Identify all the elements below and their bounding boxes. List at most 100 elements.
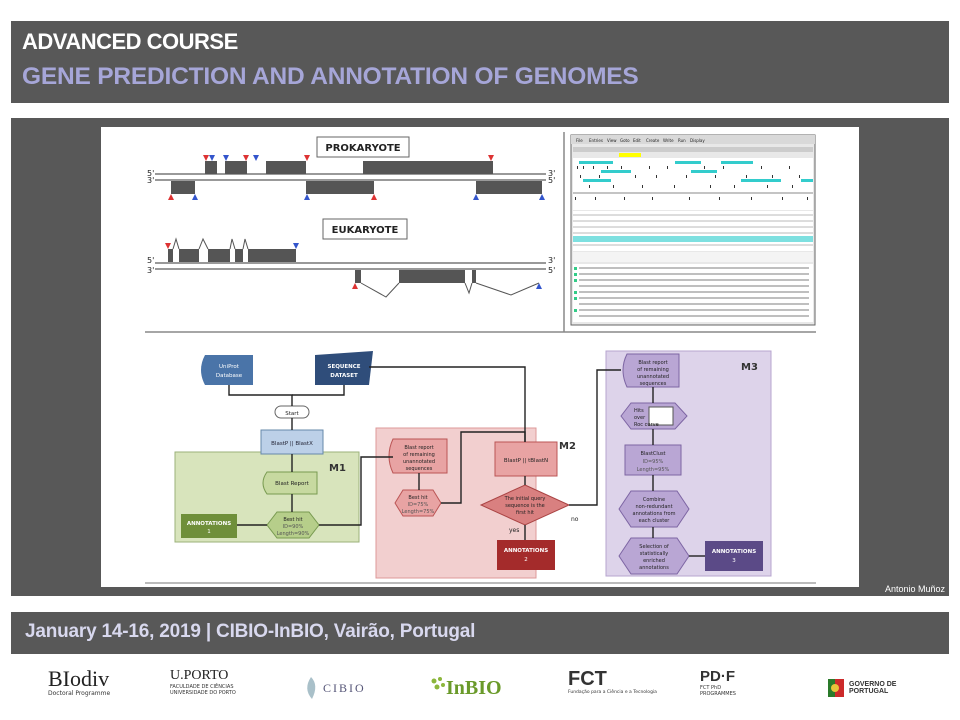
dataset-l1: SEQUENCE (327, 364, 360, 370)
yes-label: yes (509, 527, 519, 534)
prokaryote-box (316, 136, 410, 158)
biodiv-logo-sub: Doctoral Programme (48, 690, 111, 697)
m3-report-box (622, 353, 680, 388)
svg-text:Goto: Goto (620, 138, 630, 143)
annot2-l1: ANNOTATIONS (504, 548, 548, 554)
annot1-box (181, 514, 237, 538)
annot3-box (705, 541, 763, 571)
hits-l2: over (634, 415, 646, 421)
annot2-l2: 2 (524, 557, 528, 563)
title-banner: ADVANCED COURSE GENE PREDICTION AND ANNO… (11, 21, 949, 103)
fct-logo-text: FCT (568, 668, 607, 690)
svg-text:Entries: Entries (589, 138, 603, 143)
cibio-logo-text: CIBIO (323, 680, 366, 695)
hits-l3: Roc curve (634, 422, 659, 428)
pdf-logo-text: PD·F (700, 668, 735, 685)
pdf-logo-sub1: FCT PhD (700, 685, 722, 691)
blastclust-l2: ID=95% (643, 459, 664, 465)
besthit2-l3: Length=75% (402, 509, 435, 515)
svg-text:View: View (607, 138, 617, 143)
svg-text:Edit: Edit (633, 138, 641, 143)
fct-logo: FCT Fundação para a Ciência e a Tecnolog… (568, 668, 657, 708)
sel-l4: annotations (639, 565, 669, 571)
sel-l1: Selection of (639, 544, 669, 550)
rem-l1: Blast report (404, 445, 433, 451)
pdf-logo: PD·F FCT PhD PROGRAMMES (700, 668, 736, 708)
strand-5-euk: 5' (147, 256, 154, 265)
content-panel: PROKARYOTE 5' 3' 3' 5' (11, 118, 949, 596)
strand-5-euk-right: 5' (548, 266, 555, 275)
uniprot-l2: Database (216, 373, 243, 379)
uniprot-box (201, 355, 253, 385)
m3-rem-l3: unannotated (637, 374, 669, 380)
fct-logo-sub: Fundação para a Ciência e a Tecnologia (568, 690, 657, 695)
svg-text:Write: Write (663, 138, 674, 143)
gov-line1: GOVERNO DE (849, 681, 897, 688)
inbio-logo-text: InBIO (446, 676, 502, 699)
eukaryote-label: EUKARYOTE (332, 225, 399, 236)
dec-l2: sequence is the (505, 503, 544, 509)
inbio-logo: InBIO (430, 668, 502, 708)
m3-rem-l4: sequences (640, 381, 667, 387)
m3-rem-l2: of remaining (637, 367, 669, 373)
gov-text: GOVERNO DE PORTUGAL (849, 681, 896, 695)
gov-line2: PORTUGAL (849, 688, 889, 695)
figure-svg: PROKARYOTE 5' 3' 3' 5' (145, 132, 816, 584)
sel-l2: statistically (640, 551, 669, 557)
m1-label: M1 (329, 463, 346, 474)
author-credit: Antonio Muñoz (884, 584, 945, 594)
dataset-box (315, 351, 373, 385)
pdf-logo-sub2: PROGRAMMES (700, 691, 736, 697)
annot3-l1: ANNOTATIONS (712, 549, 756, 555)
eukaryote-box (322, 218, 408, 240)
cibio-leaf-icon (307, 677, 316, 699)
course-type: ADVANCED COURSE (22, 29, 238, 54)
blast-report-box (262, 471, 318, 495)
blastpx-text: BlastP || BlastX (271, 441, 313, 447)
strand-3-euk: 3' (147, 266, 154, 275)
dec-l1: The initial query (504, 496, 546, 502)
annot1-l1: ANNOTATIONS (187, 521, 231, 527)
svg-text:Display: Display (690, 138, 705, 143)
biodiv-logo: BIodiv Doctoral Programme (48, 668, 110, 708)
m2-label: M2 (559, 441, 576, 452)
course-title: GENE PREDICTION AND ANNOTATION OF GENOME… (22, 63, 639, 90)
dec-l3: first hit (516, 510, 534, 516)
svg-text:Run: Run (678, 138, 686, 143)
combine-l3: annotations from (633, 511, 676, 517)
combine-box (618, 490, 690, 528)
rem-l3: unannotated (403, 459, 435, 465)
m3-rem-l1: Blast report (638, 360, 667, 366)
start-text: Start (285, 411, 299, 417)
strand-3-euk-right: 3' (548, 256, 555, 265)
sel-l3: enriched (643, 558, 665, 564)
m3-label: M3 (741, 362, 758, 373)
besthit2-l1: Best hit (408, 495, 427, 501)
remaining-report-box (388, 438, 448, 474)
blastpx-box (260, 429, 324, 455)
blastp-tn-text: BlastP || tBlastN (504, 458, 548, 464)
partner-logos: BIodiv Doctoral Programme U.PORTO FACULD… (0, 660, 960, 720)
uporto-logo-text: U.PORTO (170, 668, 229, 683)
figure-image: PROKARYOTE 5' 3' 3' 5' (101, 127, 859, 587)
footer-banner: January 14-16, 2019 | CIBIO-InBIO, Vairã… (11, 612, 949, 654)
dataset-l2: DATASET (330, 373, 358, 379)
roc-thumbnail (648, 406, 674, 426)
uniprot-l1: UniProt (219, 364, 240, 370)
hits-l1: Hits (634, 408, 644, 414)
inbio-dots-icon (431, 677, 445, 690)
prokaryote-label: PROKARYOTE (325, 143, 400, 154)
biodiv-logo-text: BIodiv (48, 666, 110, 691)
rem-l2: of remaining (403, 452, 435, 458)
besthit1-l3: Length=90% (277, 531, 310, 537)
blastclust-l3: Length=95% (637, 467, 670, 473)
besthit1-l2: ID=90% (283, 524, 304, 530)
blastclust-l1: BlastClust (640, 451, 665, 457)
blast-report-text: Blast Report (275, 481, 310, 487)
combine-l1: Combine (643, 497, 665, 503)
strand-5-top: 5' (147, 169, 154, 178)
no-label: no (571, 516, 579, 523)
svg-text:Create: Create (646, 138, 660, 143)
strand-5-right: 5' (548, 176, 555, 185)
